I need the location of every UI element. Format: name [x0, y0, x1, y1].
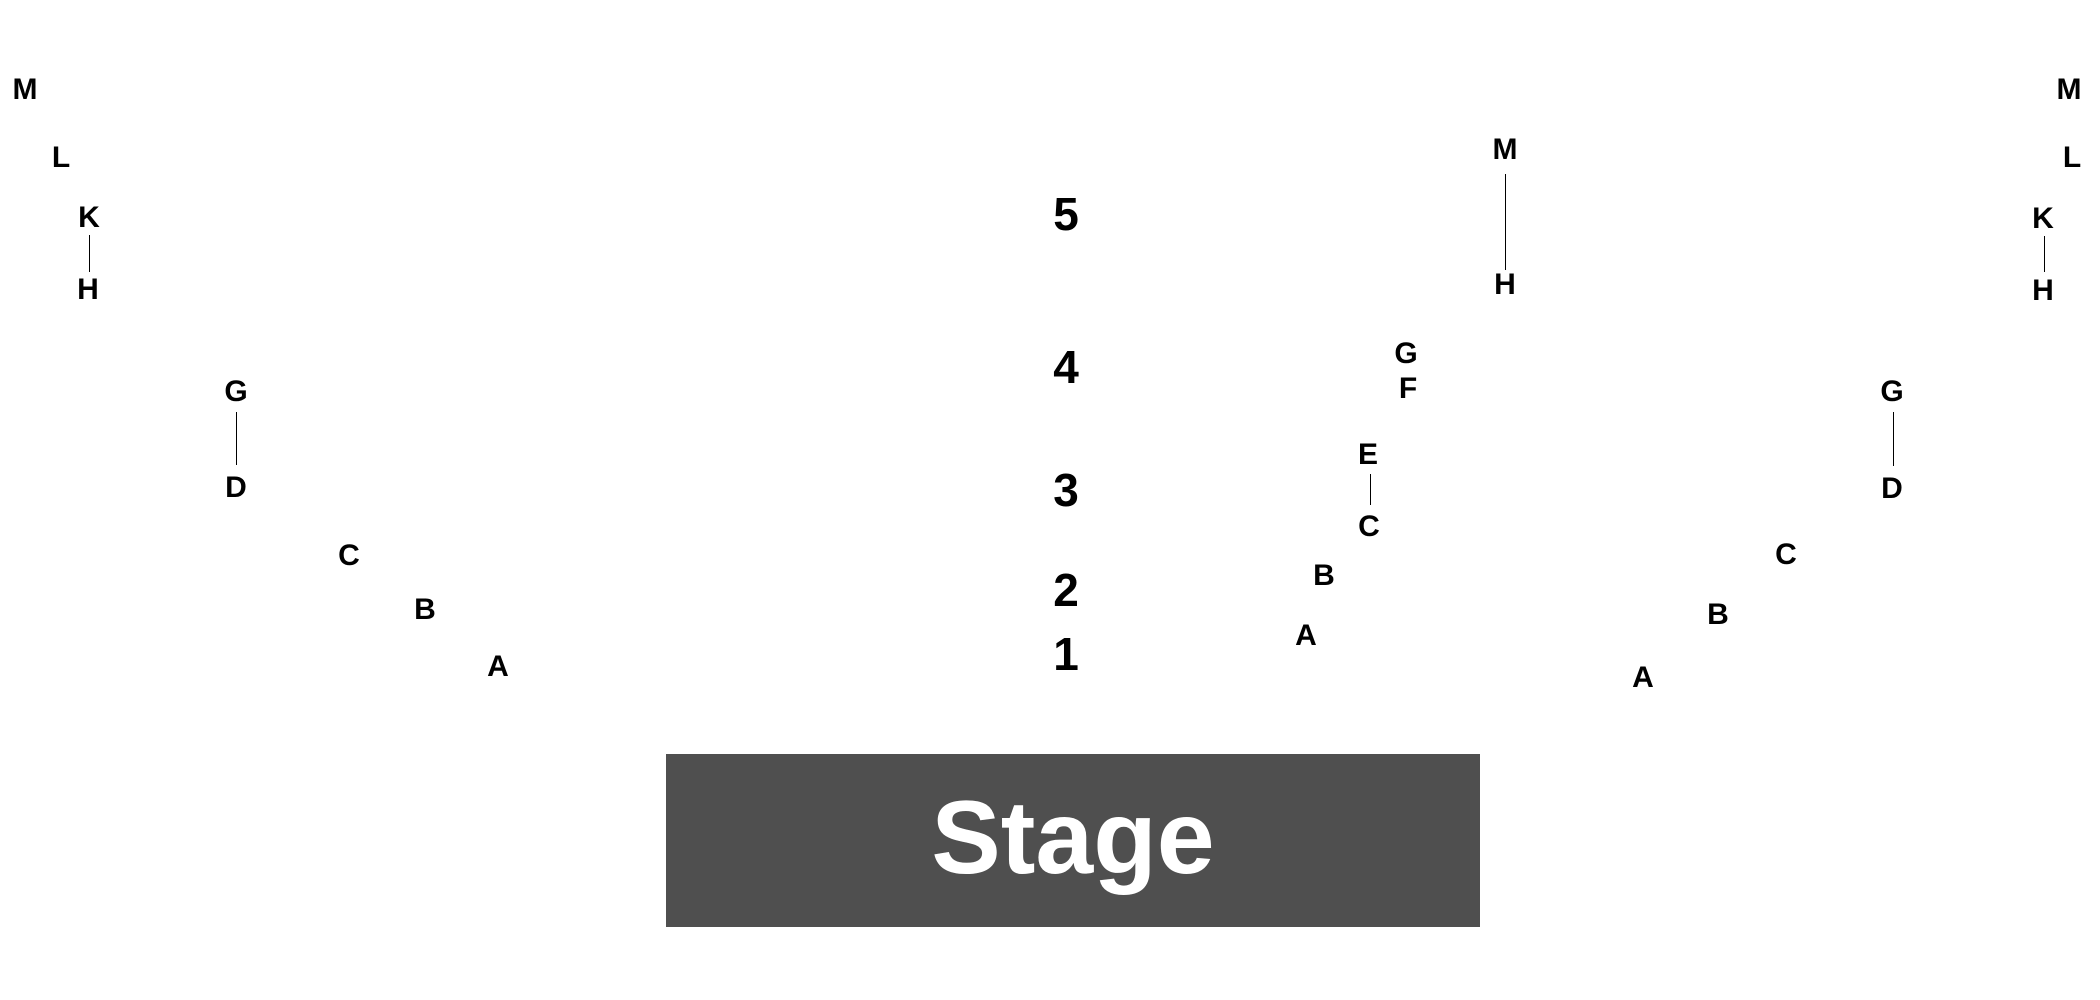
left-row-h: H [77, 273, 99, 306]
right-row-c: C [1775, 538, 1797, 571]
center-row-f: F [1398, 372, 1418, 405]
level-3: 3 [1053, 464, 1079, 516]
center-connector-e-c [1370, 474, 1371, 505]
right-row-a: A [1632, 661, 1654, 694]
stage-label: Stage [931, 779, 1215, 896]
left-row-k: K [78, 201, 100, 234]
center-connector-m-h [1505, 174, 1506, 270]
center-row-a: A [1295, 619, 1317, 652]
left-row-b: B [414, 593, 436, 626]
stage: Stage [666, 754, 1480, 927]
right-row-l: L [2062, 141, 2082, 174]
right-row-k: K [2032, 202, 2054, 235]
center-row-h: H [1494, 268, 1516, 301]
level-5: 5 [1053, 188, 1079, 240]
right-connector-g-d [1893, 412, 1894, 466]
level-1: 1 [1053, 628, 1079, 680]
level-4: 4 [1053, 341, 1079, 393]
right-connector-k-h [2044, 236, 2045, 272]
level-2: 2 [1053, 564, 1079, 616]
left-connector-k-h [89, 235, 90, 272]
left-row-d: D [225, 471, 247, 504]
left-row-l: L [51, 141, 71, 174]
right-row-h: H [2032, 274, 2054, 307]
right-row-g: G [1880, 375, 1904, 408]
left-row-m: M [12, 73, 38, 106]
right-row-d: D [1881, 472, 1903, 505]
center-row-b: B [1313, 559, 1335, 592]
center-row-g: G [1394, 337, 1418, 370]
center-row-c: C [1358, 510, 1380, 543]
right-row-m: M [2056, 73, 2082, 106]
left-connector-g-d [236, 412, 237, 465]
left-row-a: A [487, 650, 509, 683]
left-row-c: C [338, 539, 360, 572]
left-row-g: G [224, 375, 248, 408]
center-row-m: M [1492, 133, 1518, 166]
right-row-b: B [1707, 598, 1729, 631]
center-row-e: E [1357, 438, 1379, 471]
